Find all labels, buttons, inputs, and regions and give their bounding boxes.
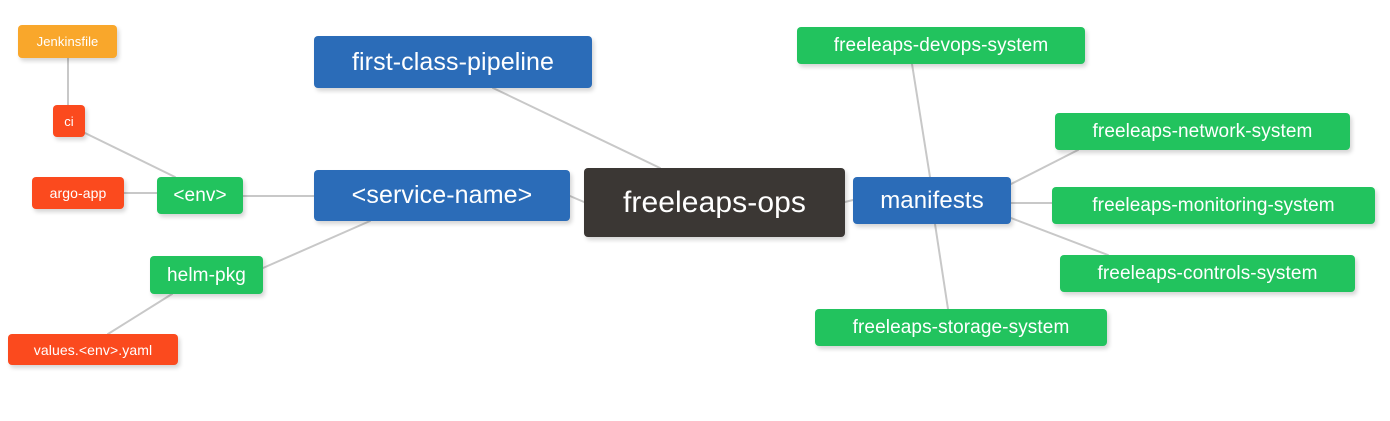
node-values-env-yaml[interactable]: values.<env>.yaml	[8, 334, 178, 365]
node-first-class-pipeline[interactable]: first-class-pipeline	[314, 36, 592, 88]
node-label-freeleaps-monitoring-system: freeleaps-monitoring-system	[1092, 195, 1335, 216]
node-label-helm-pkg: helm-pkg	[167, 264, 246, 286]
node-freeleaps-monitoring-system[interactable]: freeleaps-monitoring-system	[1052, 187, 1375, 224]
node-label-freeleaps-network-system: freeleaps-network-system	[1092, 121, 1313, 142]
node-label-values-env-yaml: values.<env>.yaml	[33, 341, 153, 358]
edge-manifests-to-freeleaps-network-system	[1010, 149, 1079, 185]
node-label-freeleaps-ops: freeleaps-ops	[622, 185, 807, 219]
node-freeleaps-ops[interactable]: freeleaps-ops	[584, 168, 845, 237]
node-freeleaps-devops-system[interactable]: freeleaps-devops-system	[797, 27, 1085, 64]
node-label-service-name: <service-name>	[351, 181, 533, 209]
edge-freeleaps-ops-to-first-class-pipeline	[492, 87, 661, 169]
node-argo-app[interactable]: argo-app	[32, 177, 124, 209]
node-label-freeleaps-storage-system: freeleaps-storage-system	[852, 317, 1070, 338]
node-label-env: <env>	[173, 185, 227, 206]
node-label-jenkinsfile: Jenkinsfile	[36, 34, 99, 49]
node-manifests[interactable]: manifests	[853, 177, 1011, 224]
node-env[interactable]: <env>	[157, 177, 243, 214]
edge-freeleaps-ops-to-service-name	[569, 195, 585, 203]
node-freeleaps-network-system[interactable]: freeleaps-network-system	[1055, 113, 1350, 150]
edge-manifests-to-freeleaps-devops-system	[911, 63, 931, 178]
node-helm-pkg[interactable]: helm-pkg	[150, 256, 263, 294]
edge-manifests-to-freeleaps-storage-system	[934, 223, 949, 310]
node-label-ci: ci	[64, 113, 74, 129]
node-freeleaps-storage-system[interactable]: freeleaps-storage-system	[815, 309, 1107, 346]
node-freeleaps-controls-system[interactable]: freeleaps-controls-system	[1060, 255, 1355, 292]
node-ci[interactable]: ci	[53, 105, 85, 137]
node-service-name[interactable]: <service-name>	[314, 170, 570, 221]
edge-service-name-to-helm-pkg	[262, 220, 371, 269]
node-label-freeleaps-devops-system: freeleaps-devops-system	[833, 35, 1049, 56]
edge-helm-pkg-to-values-env-yaml	[107, 293, 173, 335]
edge-env-to-ci	[84, 132, 176, 178]
node-label-first-class-pipeline: first-class-pipeline	[351, 47, 555, 76]
node-label-argo-app: argo-app	[49, 185, 107, 201]
node-jenkinsfile[interactable]: Jenkinsfile	[18, 25, 117, 58]
node-label-manifests: manifests	[880, 186, 984, 214]
edge-freeleaps-ops-to-manifests	[844, 199, 854, 203]
node-label-freeleaps-controls-system: freeleaps-controls-system	[1097, 263, 1318, 284]
